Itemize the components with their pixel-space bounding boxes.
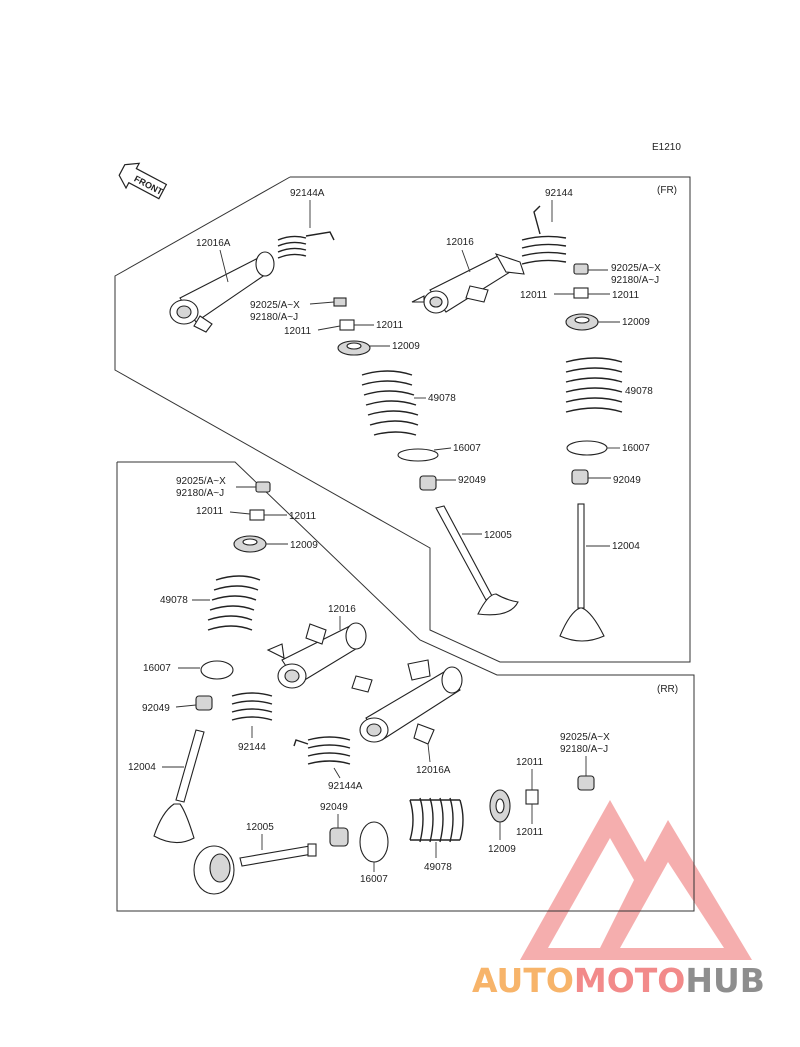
rr-valve-12005-icon bbox=[193, 843, 317, 895]
rr-retainer-b-icon bbox=[489, 789, 511, 823]
fr-panel-border bbox=[114, 176, 691, 663]
fr-92144-spring-icon bbox=[521, 205, 567, 265]
fr-label-12011-right-b: 12011 bbox=[612, 290, 640, 301]
rr-cotter-b-icon bbox=[525, 789, 539, 805]
watermark-part-auto: AUTO bbox=[472, 961, 574, 1000]
fr-label-92180-left: 92180/A~J bbox=[250, 312, 298, 323]
watermark-part-moto: MOTO bbox=[573, 961, 686, 1000]
rr-label-49078-b: 49078 bbox=[424, 862, 452, 873]
rr-oil-seal-b-icon bbox=[329, 827, 349, 847]
rr-valve-spring-a-icon bbox=[207, 575, 261, 631]
rr-cotter-a-icon bbox=[249, 509, 265, 521]
fr-label-12009-right: 12009 bbox=[622, 317, 650, 328]
rr-92144-spring-icon bbox=[231, 692, 273, 721]
fr-label-92049-left: 92049 bbox=[458, 475, 486, 486]
fr-section-label: (FR) bbox=[657, 185, 677, 196]
rr-label-12016a: 12016A bbox=[416, 765, 451, 776]
rr-92144a-spring-icon bbox=[293, 736, 351, 765]
fr-label-92049-right: 92049 bbox=[613, 475, 641, 486]
fr-left-washer-icon bbox=[397, 448, 439, 462]
fr-left-keeper-icon bbox=[333, 297, 347, 307]
fr-right-valve-icon bbox=[559, 503, 605, 642]
rr-label-12005: 12005 bbox=[246, 822, 274, 833]
rr-keeper-a-icon bbox=[255, 481, 271, 493]
rr-12016a-rocker-arm-icon bbox=[359, 659, 463, 745]
rr-label-12011-a2: 12011 bbox=[289, 511, 317, 522]
fr-left-valve-spring-icon bbox=[361, 370, 419, 436]
fr-right-oil-seal-icon bbox=[571, 469, 589, 485]
rr-label-12016: 12016 bbox=[328, 604, 356, 615]
rr-label-92025-b: 92025/A~X bbox=[560, 732, 610, 743]
rr-label-12011-a1: 12011 bbox=[196, 506, 224, 517]
rr-label-12011-b1: 12011 bbox=[516, 757, 544, 768]
rr-retainer-a-icon bbox=[233, 535, 267, 553]
fr-label-92025-right: 92025/A~X bbox=[611, 263, 661, 274]
fr-label-12011-left-a: 12011 bbox=[284, 326, 312, 337]
fr-right-washer-icon bbox=[566, 440, 608, 456]
rr-label-92144: 92144 bbox=[238, 742, 266, 753]
fr-left-cotter-icon bbox=[339, 319, 355, 331]
rr-12016-rocker-arm-icon bbox=[266, 622, 373, 693]
fr-label-12016a: 12016A bbox=[196, 238, 231, 249]
rr-label-12004: 12004 bbox=[128, 762, 156, 773]
fr-92144a-spring-icon bbox=[277, 231, 335, 259]
fr-12016-rocker-arm-icon bbox=[411, 253, 525, 314]
rr-label-92180-b: 92180/A~J bbox=[560, 744, 608, 755]
diagram-code: E1210 bbox=[652, 142, 681, 153]
fr-label-12011-right-a: 12011 bbox=[520, 290, 548, 301]
watermark-logo-icon bbox=[520, 800, 752, 960]
rr-valve-12004-icon bbox=[153, 729, 205, 844]
rr-label-16007-b: 16007 bbox=[360, 874, 388, 885]
fr-12016a-rocker-arm-icon bbox=[169, 251, 275, 333]
rr-keeper-b-icon bbox=[577, 775, 595, 791]
watermark-wordmark: AUTOMOTOHUB bbox=[472, 961, 765, 1000]
fr-label-92144a: 92144A bbox=[290, 188, 325, 199]
rr-label-92049-a: 92049 bbox=[142, 703, 170, 714]
fr-right-retainer-icon bbox=[565, 313, 599, 331]
fr-label-16007-left: 16007 bbox=[453, 443, 481, 454]
rr-washer-b-icon bbox=[359, 821, 389, 863]
front-arrow-icon: FRONT bbox=[118, 162, 168, 200]
rr-label-92180-a: 92180/A~J bbox=[176, 488, 224, 499]
fr-label-12004: 12004 bbox=[612, 541, 640, 552]
rr-valve-spring-b-icon bbox=[409, 797, 464, 843]
fr-label-12011-left-b: 12011 bbox=[376, 320, 404, 331]
rr-label-12011-b2: 12011 bbox=[516, 827, 544, 838]
fr-label-92144: 92144 bbox=[545, 188, 573, 199]
fr-left-valve-icon bbox=[435, 505, 519, 616]
rr-section-label: (RR) bbox=[657, 684, 678, 695]
rr-washer-a-icon bbox=[200, 660, 234, 680]
watermark-part-hub: HUB bbox=[685, 961, 765, 1000]
fr-label-12016: 12016 bbox=[446, 237, 474, 248]
fr-right-valve-spring-icon bbox=[565, 357, 623, 413]
fr-label-16007-right: 16007 bbox=[622, 443, 650, 454]
fr-right-cotter-icon bbox=[573, 287, 589, 299]
rr-label-49078-a: 49078 bbox=[160, 595, 188, 606]
fr-label-92180-right: 92180/A~J bbox=[611, 275, 659, 286]
fr-left-oil-seal-icon bbox=[419, 475, 437, 491]
rr-label-12009-a: 12009 bbox=[290, 540, 318, 551]
rr-label-92144a: 92144A bbox=[328, 781, 363, 792]
fr-left-retainer-icon bbox=[337, 340, 371, 356]
fr-label-49078-left: 49078 bbox=[428, 393, 456, 404]
fr-label-12005: 12005 bbox=[484, 530, 512, 541]
fr-label-12009-left: 12009 bbox=[392, 341, 420, 352]
rr-label-92049-b: 92049 bbox=[320, 802, 348, 813]
fr-right-keeper-icon bbox=[573, 263, 589, 275]
rr-label-16007-a: 16007 bbox=[143, 663, 171, 674]
fr-label-92025-left: 92025/A~X bbox=[250, 300, 300, 311]
rr-label-12009-b: 12009 bbox=[488, 844, 516, 855]
rr-oil-seal-a-icon bbox=[195, 695, 213, 711]
fr-label-49078-right: 49078 bbox=[625, 386, 653, 397]
rr-label-92025-a: 92025/A~X bbox=[176, 476, 226, 487]
